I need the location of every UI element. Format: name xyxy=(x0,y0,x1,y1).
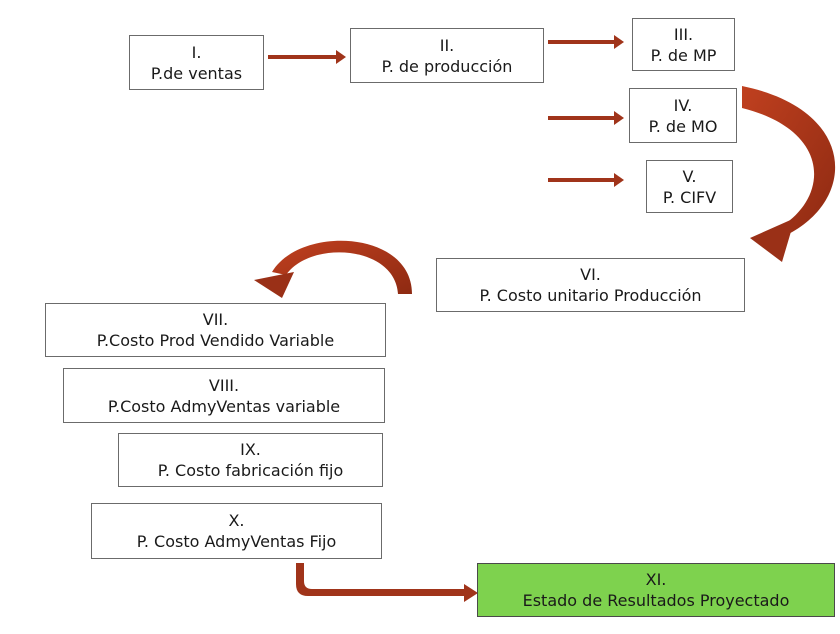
box-number: XI. xyxy=(645,570,667,589)
box-number: VI. xyxy=(580,265,601,284)
curved-arrow-to-costo-unitario xyxy=(742,86,836,262)
box-presupuesto-mp: III. P. de MP xyxy=(632,18,735,71)
box-label: P. Costo unitario Producción xyxy=(479,286,702,305)
box-label: P. de producción xyxy=(381,56,513,76)
box-label: P. Costo fabricación fijo xyxy=(157,461,344,480)
box-label: P. CIFV xyxy=(662,187,717,207)
box-number: VII. xyxy=(202,310,229,329)
box-presupuesto-ventas: I. P.de ventas xyxy=(129,35,264,90)
box-costo-unitario-produccion: VI. P. Costo unitario Producción xyxy=(436,258,745,312)
box-label: P.Costo AdmyVentas variable xyxy=(107,396,341,416)
box-costo-prod-vendido-variable: VII. P.Costo Prod Vendido Variable xyxy=(45,303,386,357)
box-presupuesto-produccion: II. P. de producción xyxy=(350,28,544,83)
arrow-produccion-to-mp xyxy=(548,35,624,49)
box-costo-admyventas-fijo: X. P. Costo AdmyVentas Fijo xyxy=(91,503,382,559)
box-label: P. Costo AdmyVentas Fijo xyxy=(136,532,337,551)
arrow-ventas-to-produccion xyxy=(268,50,346,64)
arrow-to-mo xyxy=(548,111,624,125)
box-number: X. xyxy=(228,511,245,530)
box-number: III. xyxy=(673,24,694,44)
box-costo-fabricacion-fijo: IX. P. Costo fabricación fijo xyxy=(118,433,383,487)
box-number: V. xyxy=(682,166,697,186)
box-number: VIII. xyxy=(208,375,240,395)
box-costo-admyventas-variable: VIII. P.Costo AdmyVentas variable xyxy=(63,368,385,423)
curved-arrow-to-costo-prod-vendido xyxy=(254,240,412,298)
box-label: Estado de Resultados Proyectado xyxy=(522,591,790,610)
box-label: P.de ventas xyxy=(150,63,243,83)
box-number: IV. xyxy=(673,95,693,115)
box-number: IX. xyxy=(240,440,261,459)
box-number: II. xyxy=(439,35,455,55)
box-label: P. de MP xyxy=(650,45,717,65)
box-presupuesto-mo: IV. P. de MO xyxy=(629,88,737,143)
arrow-admyventas-to-estado xyxy=(296,563,478,602)
box-presupuesto-cifv: V. P. CIFV xyxy=(646,160,733,213)
box-number: I. xyxy=(191,42,202,62)
box-label: P.Costo Prod Vendido Variable xyxy=(96,331,335,350)
box-estado-resultados-proyectado: XI. Estado de Resultados Proyectado xyxy=(477,563,835,617)
box-label: P. de MO xyxy=(648,116,718,136)
arrow-to-cifv xyxy=(548,173,624,187)
